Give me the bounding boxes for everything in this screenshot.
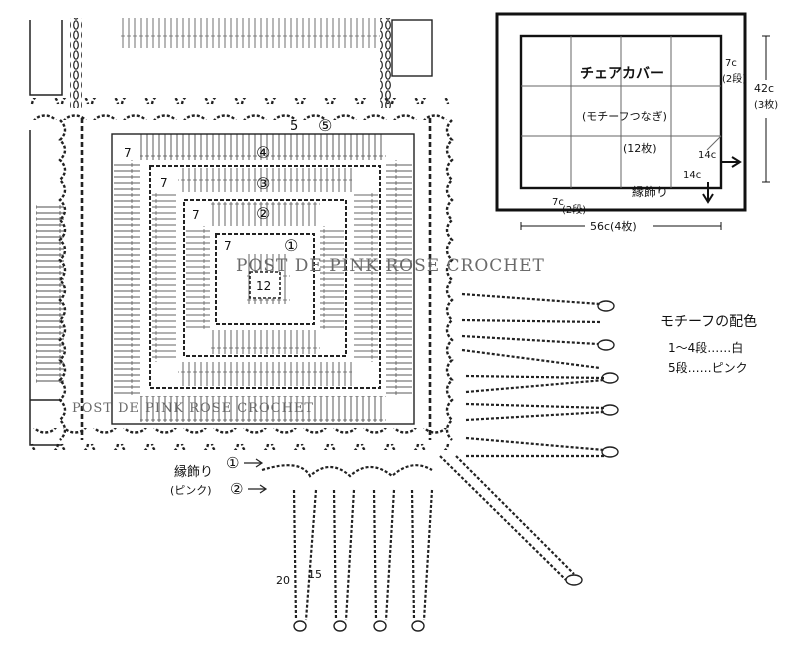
edging-labels: 縁飾り (ピンク) ① ② 20 15 (170, 454, 322, 587)
round-2-stitch-top (210, 202, 320, 226)
round-2-stitch-right (320, 226, 344, 330)
dim-height-count: (3枚) (754, 98, 778, 111)
edging-row-2: ② (230, 480, 243, 498)
edging-arrow-down (702, 182, 714, 204)
legend-row-1: 1～4段……白 (668, 340, 743, 355)
height-dimension-line (762, 35, 770, 183)
dim-height: 42c (754, 82, 774, 95)
center-ring (249, 271, 281, 299)
bottom-fringe (261, 464, 434, 632)
motif-chart: 5 ⑤ ④ ③ ② ① 7 7 7 7 12 (29, 18, 454, 450)
round-3-square (149, 165, 381, 389)
side-count-round-3: 7 (160, 176, 168, 190)
round-4-stitch-right (386, 160, 412, 396)
layout-title: チェアカバー (580, 66, 664, 82)
edging-label: 縁飾り (174, 464, 213, 480)
legend-row-2: 5段……ピンク (668, 360, 748, 375)
layout-subtitle: (モチーフつなぎ) (582, 109, 667, 123)
fringe-count-20: 20 (276, 574, 290, 587)
edging-label-box: 縁飾り (632, 184, 668, 199)
dim-left-rows: (2段) (562, 203, 586, 216)
dim-inner-bottom: 14c (683, 170, 701, 181)
edging-arrow-right (722, 156, 742, 168)
neighbour-motif-outlines (29, 18, 433, 446)
round-3-stitch-top (178, 168, 352, 192)
edging-arrow-2 (248, 484, 268, 494)
edging-arrow-1 (244, 458, 264, 468)
label-5: 5 (290, 119, 298, 134)
layout-outer-frame (495, 12, 747, 212)
round-2-stitch-left (186, 226, 210, 330)
fringe-count-15: 15 (308, 568, 322, 581)
side-count-round-4: 7 (124, 146, 132, 160)
round-4-stitch-left (114, 160, 140, 396)
round-4-stitch-bottom (140, 396, 386, 422)
edging-row-1: ① (226, 454, 239, 472)
width-dimension-line (520, 222, 722, 230)
edging-sublabel: (ピンク) (170, 484, 212, 497)
dim-inner-right: 14c (698, 150, 716, 161)
right-fringe (439, 292, 619, 586)
chair-cover-layout: チェアカバー (モチーフつなぎ) (12枚) 7c (2段) 42c (3枚) … (495, 12, 778, 233)
round-3-stitch-left (152, 192, 176, 362)
layout-count: (12枚) (623, 141, 657, 155)
color-legend: モチーフの配色 1～4段……白 5段……ピンク (660, 313, 757, 375)
side-count-round-1: 7 (224, 239, 232, 253)
round-3-stitch-right (354, 192, 378, 362)
round-label-1: ① (284, 236, 298, 255)
dim-right-top: 7c (725, 58, 737, 69)
round-label-4: ④ (256, 143, 270, 162)
round-5-scallop-border (30, 98, 454, 450)
watermark-secondary: POST DE PINK ROSE CROCHET (72, 401, 314, 416)
round-2-stitch-bottom (210, 330, 320, 354)
dim-left-bottom: 7c (552, 197, 564, 208)
round-label-5: ⑤ (318, 116, 332, 135)
round-3-stitch-bottom (178, 362, 352, 386)
round-4-stitch-top (140, 134, 386, 160)
round-2-square (183, 199, 347, 357)
round-label-3: ③ (256, 174, 270, 193)
watermark-main: POST DE PINK ROSE CROCHET (236, 256, 545, 276)
center-count: 12 (256, 279, 271, 293)
round-1-square (215, 233, 315, 325)
side-count-round-2: 7 (192, 208, 200, 222)
dim-width: 56c(4枚) (590, 219, 637, 233)
round-label-2: ② (256, 204, 270, 223)
legend-title: モチーフの配色 (660, 313, 757, 330)
layout-grid-lines (521, 36, 722, 188)
dim-right-rows: (2段) (722, 72, 746, 85)
